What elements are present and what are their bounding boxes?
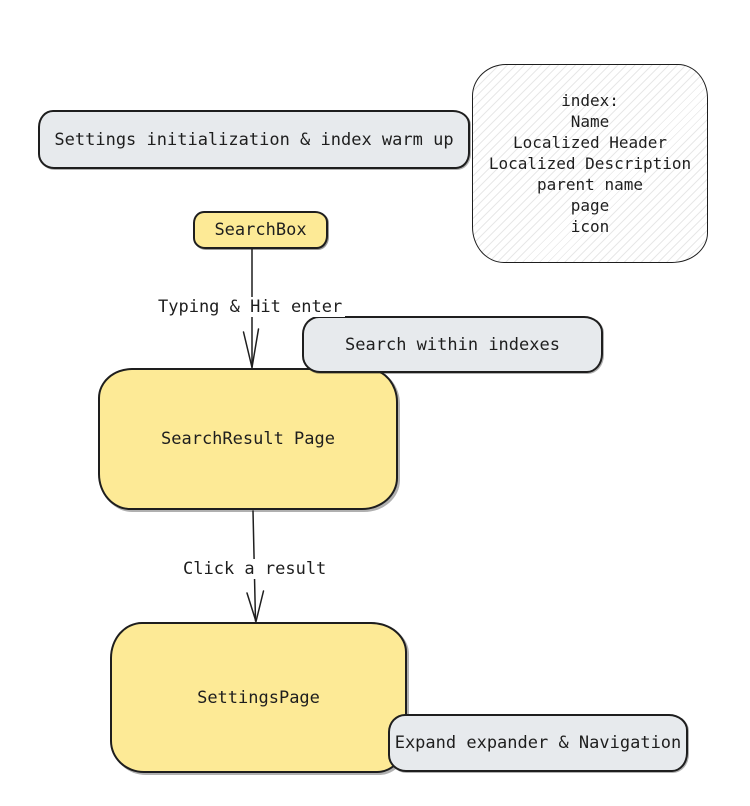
node-expand-expander-navigation: Expand expander & Navigation — [388, 714, 688, 772]
node-searchbox: SearchBox — [193, 211, 328, 249]
node-searchresult-page: SearchResult Page — [98, 368, 398, 510]
node-settings-initialization: Settings initialization & index warm up — [38, 110, 470, 169]
edge-label-click-a-result: Click a result — [180, 559, 330, 579]
index-field-line: page — [570, 196, 610, 215]
node-settingspage: SettingsPage — [110, 622, 407, 773]
index-field-line: Name — [570, 112, 610, 131]
index-field-line: parent name — [537, 175, 643, 194]
node-search-within-indexes: Search within indexes — [302, 316, 603, 373]
node-index-fields: index: Name Localized Header Localized D… — [472, 64, 708, 263]
index-field-line: Localized Header — [512, 133, 668, 152]
edge-label-typing-hit-enter: Typing & Hit enter — [155, 297, 346, 317]
index-field-line: index: — [561, 91, 619, 110]
index-field-line: Localized Description — [488, 154, 692, 173]
index-field-line: icon — [570, 217, 610, 236]
